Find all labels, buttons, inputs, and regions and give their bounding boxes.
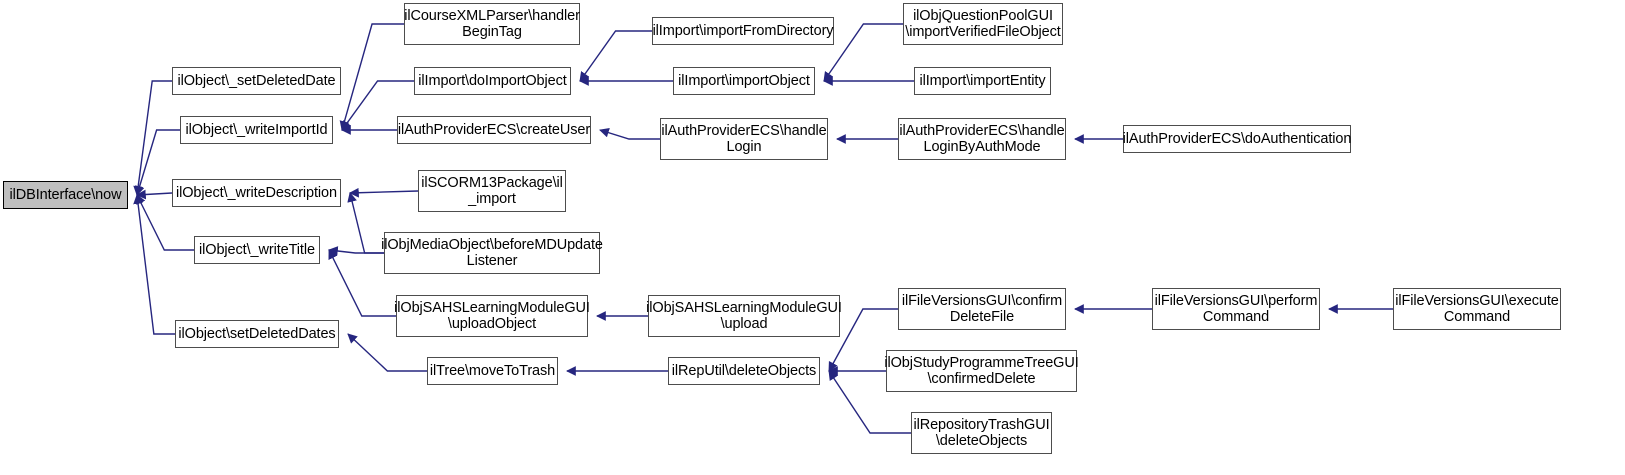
graph-node-sahsUpload[interactable]: ilObjSAHSLearningModuleGUI \upload <box>646 295 842 337</box>
graph-node-doAuthentication[interactable]: ilAuthProviderECS\doAuthentication <box>1123 125 1351 153</box>
edge-moveToTrash-to-setDeletedDates <box>347 333 427 372</box>
graph-node-handleLogin[interactable]: ilAuthProviderECS\handle Login <box>660 118 828 160</box>
graph-node-doImportObject[interactable]: ilImport\doImportObject <box>414 67 571 95</box>
edge-importFromDirectory-to-doImportObject <box>579 30 652 82</box>
edge-beforeMDUpdate-to-writeTitle <box>328 246 384 256</box>
graph-node-confirmDeleteFile[interactable]: ilFileVersionsGUI\confirm DeleteFile <box>898 288 1066 330</box>
graph-node-uploadObject[interactable]: ilObjSAHSLearningModuleGUI \uploadObject <box>394 295 590 337</box>
graph-node-importEntity[interactable]: ilImport\importEntity <box>914 67 1051 95</box>
graph-node-writeTitle[interactable]: ilObject\_writeTitle <box>194 236 320 264</box>
graph-node-writeDescription[interactable]: ilObject\_writeDescription <box>172 179 341 207</box>
graph-node-createUser[interactable]: ilAuthProviderECS\createUser <box>397 116 591 144</box>
graph-node-executeCommand[interactable]: ilFileVersionsGUI\execute Command <box>1393 288 1561 330</box>
edge-setDeletedDates-to-now <box>133 194 175 335</box>
graph-node-trashDeleteObjects[interactable]: ilRepositoryTrashGUI \deleteObjects <box>911 412 1052 454</box>
edge-setDeletedDate-to-now <box>133 80 172 196</box>
edge-importVerified-to-importObject <box>823 23 903 82</box>
graph-node-now[interactable]: ilDBInterface\now <box>3 181 128 209</box>
edge-beforeMDUpdate-to-writeDescription <box>347 192 384 254</box>
edge-handlerBeginTag-to-writeImportId <box>339 23 404 131</box>
graph-node-scormImport[interactable]: ilSCORM13Package\il _import <box>418 170 566 212</box>
graph-node-writeImportId[interactable]: ilObject\_writeImportId <box>180 116 333 144</box>
graph-node-handleLoginByAuthMode[interactable]: ilAuthProviderECS\handle LoginByAuthMode <box>898 118 1066 160</box>
graph-node-importObject[interactable]: ilImport\importObject <box>673 67 815 95</box>
graph-node-setDeletedDates[interactable]: ilObject\setDeletedDates <box>175 320 339 348</box>
graph-node-setDeletedDate[interactable]: ilObject\_setDeletedDate <box>172 67 341 95</box>
edge-handleLogin-to-createUser <box>599 127 660 140</box>
graph-node-confirmedDelete[interactable]: ilObjStudyProgrammeTreeGUI \confirmedDel… <box>884 350 1079 392</box>
graph-node-importFromDirectory[interactable]: ilImport\importFromDirectory <box>652 17 834 45</box>
graph-node-importVerified[interactable]: ilObjQuestionPoolGUI \importVerifiedFile… <box>903 3 1063 45</box>
graph-node-performCommand[interactable]: ilFileVersionsGUI\perform Command <box>1152 288 1320 330</box>
graph-node-handlerBeginTag[interactable]: ilCourseXMLParser\handler BeginTag <box>404 3 580 45</box>
edge-writeDescription-to-now <box>136 189 173 200</box>
graph-node-moveToTrash[interactable]: ilTree\moveToTrash <box>427 357 558 385</box>
graph-node-beforeMDUpdate[interactable]: ilObjMediaObject\beforeMDUpdate Listener <box>381 232 603 274</box>
edge-scormImport-to-writeDescription <box>349 187 419 198</box>
graph-node-deleteObjects[interactable]: ilRepUtil\deleteObjects <box>668 357 820 385</box>
